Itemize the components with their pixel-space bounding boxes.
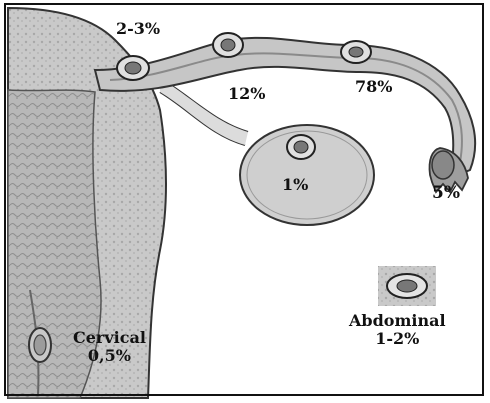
interstitial-percent-label: 2-3% <box>116 20 160 38</box>
cervical-percent: 0,5% <box>73 347 146 365</box>
ampullary-percent-label: 78% <box>355 78 392 96</box>
abdominal-name: Abdominal <box>349 312 446 330</box>
ovarian-percent-label: 1% <box>282 176 308 194</box>
fimbrial-percent-label: 5% <box>432 184 460 203</box>
abdominal-percent: 1-2% <box>349 330 446 348</box>
isthmic-percent-label: 12% <box>228 85 265 103</box>
cervical-label: Cervical 0,5% <box>73 329 146 364</box>
abdominal-label: Abdominal 1-2% <box>349 312 446 347</box>
cervical-name: Cervical <box>73 329 146 347</box>
